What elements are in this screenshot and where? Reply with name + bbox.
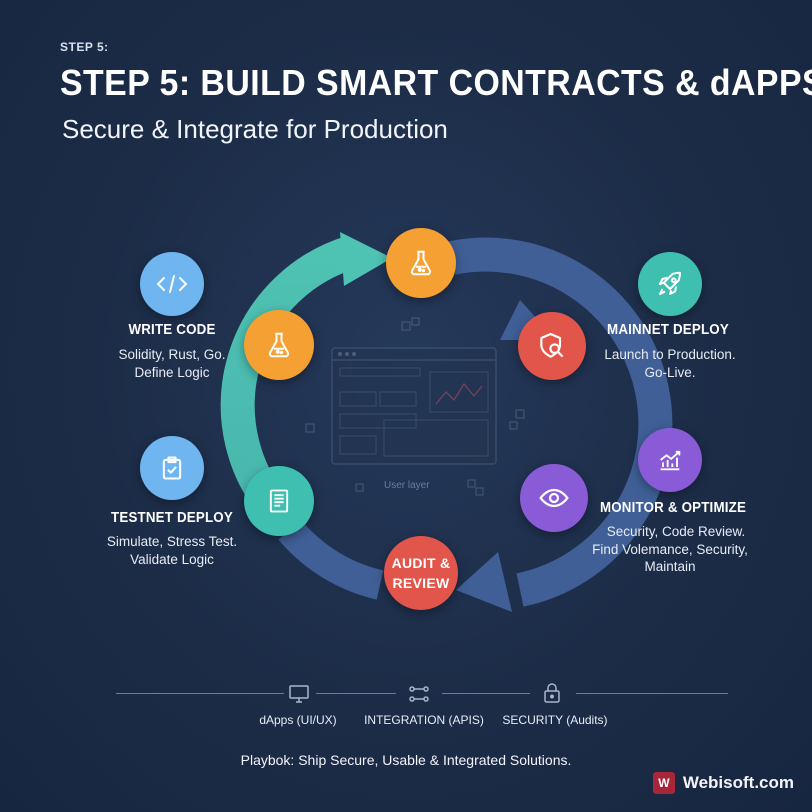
monitor-optimize-desc-1: Security, Code Review. [606, 524, 746, 539]
audit-label-line1: AUDIT & [391, 555, 451, 571]
testnet-deploy-title: TESTNET DEPLOY [111, 510, 233, 526]
cycle-arc-bottom [278, 520, 384, 600]
document-icon [269, 489, 289, 513]
step-kicker: STEP 5: [60, 40, 109, 54]
write-code-desc-2: Define Logic [134, 365, 210, 380]
divider-line [116, 693, 284, 694]
mainnet-deploy-desc-2: Go-Live. [644, 365, 696, 380]
lock-icon [544, 683, 560, 703]
clipboard-check-icon [162, 456, 182, 480]
monitor-optimize-node[interactable] [638, 428, 702, 492]
monitor-icon [289, 685, 309, 703]
arrow-head-top [340, 232, 392, 286]
chart-growth-icon [660, 450, 681, 471]
brand-badge[interactable]: W Webisoft.com [652, 772, 794, 794]
monitor-optimize-title: MONITOR & OPTIMIZE [599, 500, 747, 516]
testnet-deploy-node[interactable] [140, 436, 204, 500]
code-icon [156, 275, 188, 293]
rocket-icon [659, 271, 681, 295]
page-title: STEP 5: BUILD SMART CONTRACTS & dAPPS [60, 62, 812, 103]
shield-search-icon [540, 332, 564, 358]
write-code-node[interactable] [140, 252, 204, 316]
bottom-label-integration: INTEGRATION (APIS) [364, 713, 484, 727]
center-dashboard-mockup [331, 347, 497, 465]
monitor-eye-node[interactable] [520, 464, 588, 532]
test-flask-node-top[interactable] [386, 228, 456, 298]
brand-logo-icon: W [652, 772, 675, 794]
testnet-deploy-desc-1: Simulate, Stress Test. [106, 534, 238, 549]
mainnet-deploy-desc-1: Launch to Production. [604, 347, 736, 362]
write-code-desc-1: Solidity, Rust, Go. [118, 347, 226, 362]
floating-cubes [305, 317, 525, 496]
audit-review-node[interactable]: AUDIT & REVIEW [384, 536, 458, 610]
flask-icon [410, 250, 432, 276]
divider-line [442, 693, 530, 694]
page-subtitle: Secure & Integrate for Production [62, 114, 448, 144]
cycle-arc-right [448, 237, 673, 607]
divider-line [576, 693, 728, 694]
flask-icon [268, 332, 290, 358]
audit-label-line2: REVIEW [392, 575, 450, 591]
cycle-arc-left [220, 235, 358, 519]
monitor-optimize-desc-2: Find Volemance, Security, [592, 542, 748, 557]
bottom-label-security: SECURITY (Audits) [502, 713, 608, 727]
playbook-text: Playbok: Ship Secure, Usable & Integrate… [240, 752, 572, 768]
testnet-deploy-desc-2: Validate Logic [130, 552, 214, 567]
bottom-label-dapps: dApps (UI/UX) [259, 713, 337, 727]
mainnet-deploy-title: MAINNET DEPLOY [607, 322, 729, 338]
arrow-head-bottom [456, 552, 512, 612]
eye-icon [539, 488, 569, 508]
brand-name: Webisoft.com [682, 773, 794, 792]
security-audit-node[interactable] [518, 312, 586, 380]
divider-line [316, 693, 396, 694]
document-node[interactable] [244, 466, 314, 536]
test-flask-node-left[interactable] [244, 310, 314, 380]
monitor-optimize-desc-3: Maintain [644, 559, 696, 574]
center-label: User layer [384, 480, 430, 491]
write-code-title: WRITE CODE [128, 322, 216, 338]
integration-icon [409, 686, 429, 702]
mainnet-deploy-node[interactable] [638, 252, 702, 316]
